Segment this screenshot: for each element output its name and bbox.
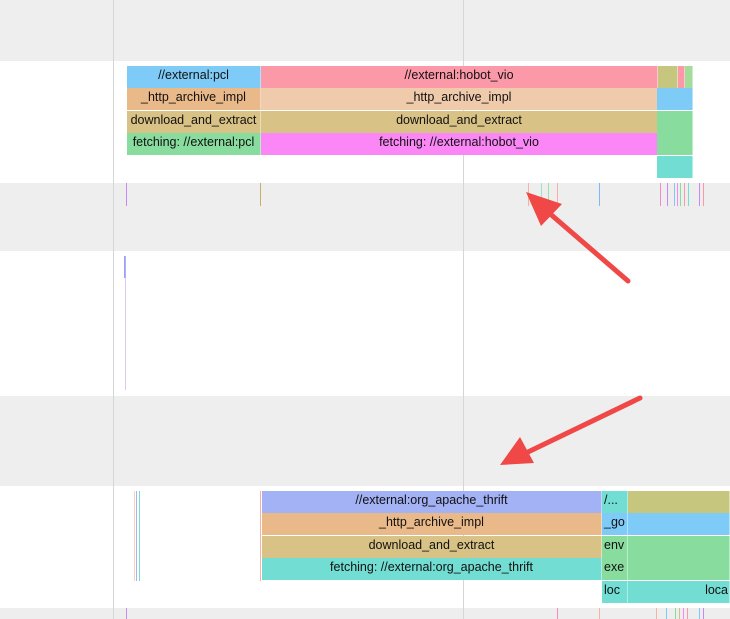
- activity-tick: [680, 183, 681, 206]
- red-arrow-icon: [500, 395, 643, 465]
- activity-tick: [557, 183, 558, 206]
- slice-fetching-pcl[interactable]: fetching: //external:pcl: [127, 133, 261, 155]
- activity-tick: [139, 491, 140, 581]
- activity-tick: [677, 183, 678, 206]
- slice-small[interactable]: [657, 133, 693, 155]
- slice-download-and-extract[interactable]: download_and_extract: [127, 111, 261, 133]
- activity-tick: [260, 491, 261, 581]
- slice-http-archive-impl[interactable]: _http_archive_impl: [262, 513, 602, 535]
- activity-tick: [548, 183, 549, 206]
- activity-tick: [675, 608, 676, 619]
- activity-tick: [666, 608, 667, 619]
- time-grid-line: [463, 0, 464, 619]
- activity-tick: [599, 608, 600, 619]
- activity-tick: [687, 608, 688, 619]
- activity-tick: [126, 608, 127, 619]
- activity-tick: [136, 491, 137, 581]
- slice-small[interactable]: [657, 88, 693, 110]
- activity-tick: [699, 608, 700, 619]
- slice-exe[interactable]: exe: [602, 558, 628, 580]
- activity-tick: [125, 256, 126, 278]
- track-band: [0, 608, 730, 619]
- track-band: [0, 0, 730, 61]
- slice-small[interactable]: [658, 66, 678, 88]
- slice-truncated[interactable]: /...: [602, 491, 628, 513]
- slice-small[interactable]: [685, 66, 693, 88]
- activity-tick: [134, 491, 135, 581]
- activity-tick: [260, 183, 261, 206]
- slice-external-pcl[interactable]: //external:pcl: [127, 66, 261, 88]
- activity-tick: [557, 608, 558, 619]
- red-arrow-icon: [526, 192, 631, 284]
- time-grid-line: [113, 0, 114, 619]
- activity-tick: [688, 183, 689, 206]
- slice-local[interactable]: loca: [628, 581, 730, 603]
- activity-tick: [660, 183, 661, 206]
- activity-tick: [703, 183, 704, 206]
- slice-download-and-extract[interactable]: download_and_extract: [261, 111, 658, 133]
- slice-external-hobot-vio[interactable]: //external:hobot_vio: [261, 66, 658, 88]
- activity-tick: [703, 608, 704, 619]
- activity-tick: [541, 183, 542, 206]
- slice-fetching-hobot-vio[interactable]: fetching: //external:hobot_vio: [261, 133, 658, 155]
- slice-small[interactable]: [678, 66, 685, 88]
- activity-tick: [679, 608, 680, 619]
- slice-http-archive-impl[interactable]: _http_archive_impl: [127, 88, 261, 110]
- activity-tick: [674, 183, 675, 206]
- activity-tick: [126, 183, 127, 206]
- slice-env[interactable]: env: [602, 536, 628, 558]
- slice-http-archive-impl[interactable]: _http_archive_impl: [261, 88, 658, 110]
- activity-tick: [599, 183, 600, 206]
- activity-tick: [683, 608, 684, 619]
- slice-download-and-extract[interactable]: download_and_extract: [262, 536, 602, 558]
- slice-go[interactable]: _go: [602, 513, 628, 535]
- track-band: [0, 183, 730, 251]
- activity-tick: [699, 183, 700, 206]
- activity-tick: [667, 183, 668, 206]
- slice-small[interactable]: [657, 111, 693, 133]
- activity-tick: [684, 183, 685, 206]
- slice-fetching-org-apache-thrift[interactable]: fetching: //external:org_apache_thrift: [262, 558, 602, 580]
- activity-tick: [656, 608, 657, 619]
- slice-external-org-apache-thrift[interactable]: //external:org_apache_thrift: [262, 491, 602, 513]
- activity-tick: [124, 256, 125, 278]
- slice-loc[interactable]: loc: [602, 581, 628, 603]
- slice-small[interactable]: [657, 156, 693, 178]
- activity-tick: [125, 278, 126, 390]
